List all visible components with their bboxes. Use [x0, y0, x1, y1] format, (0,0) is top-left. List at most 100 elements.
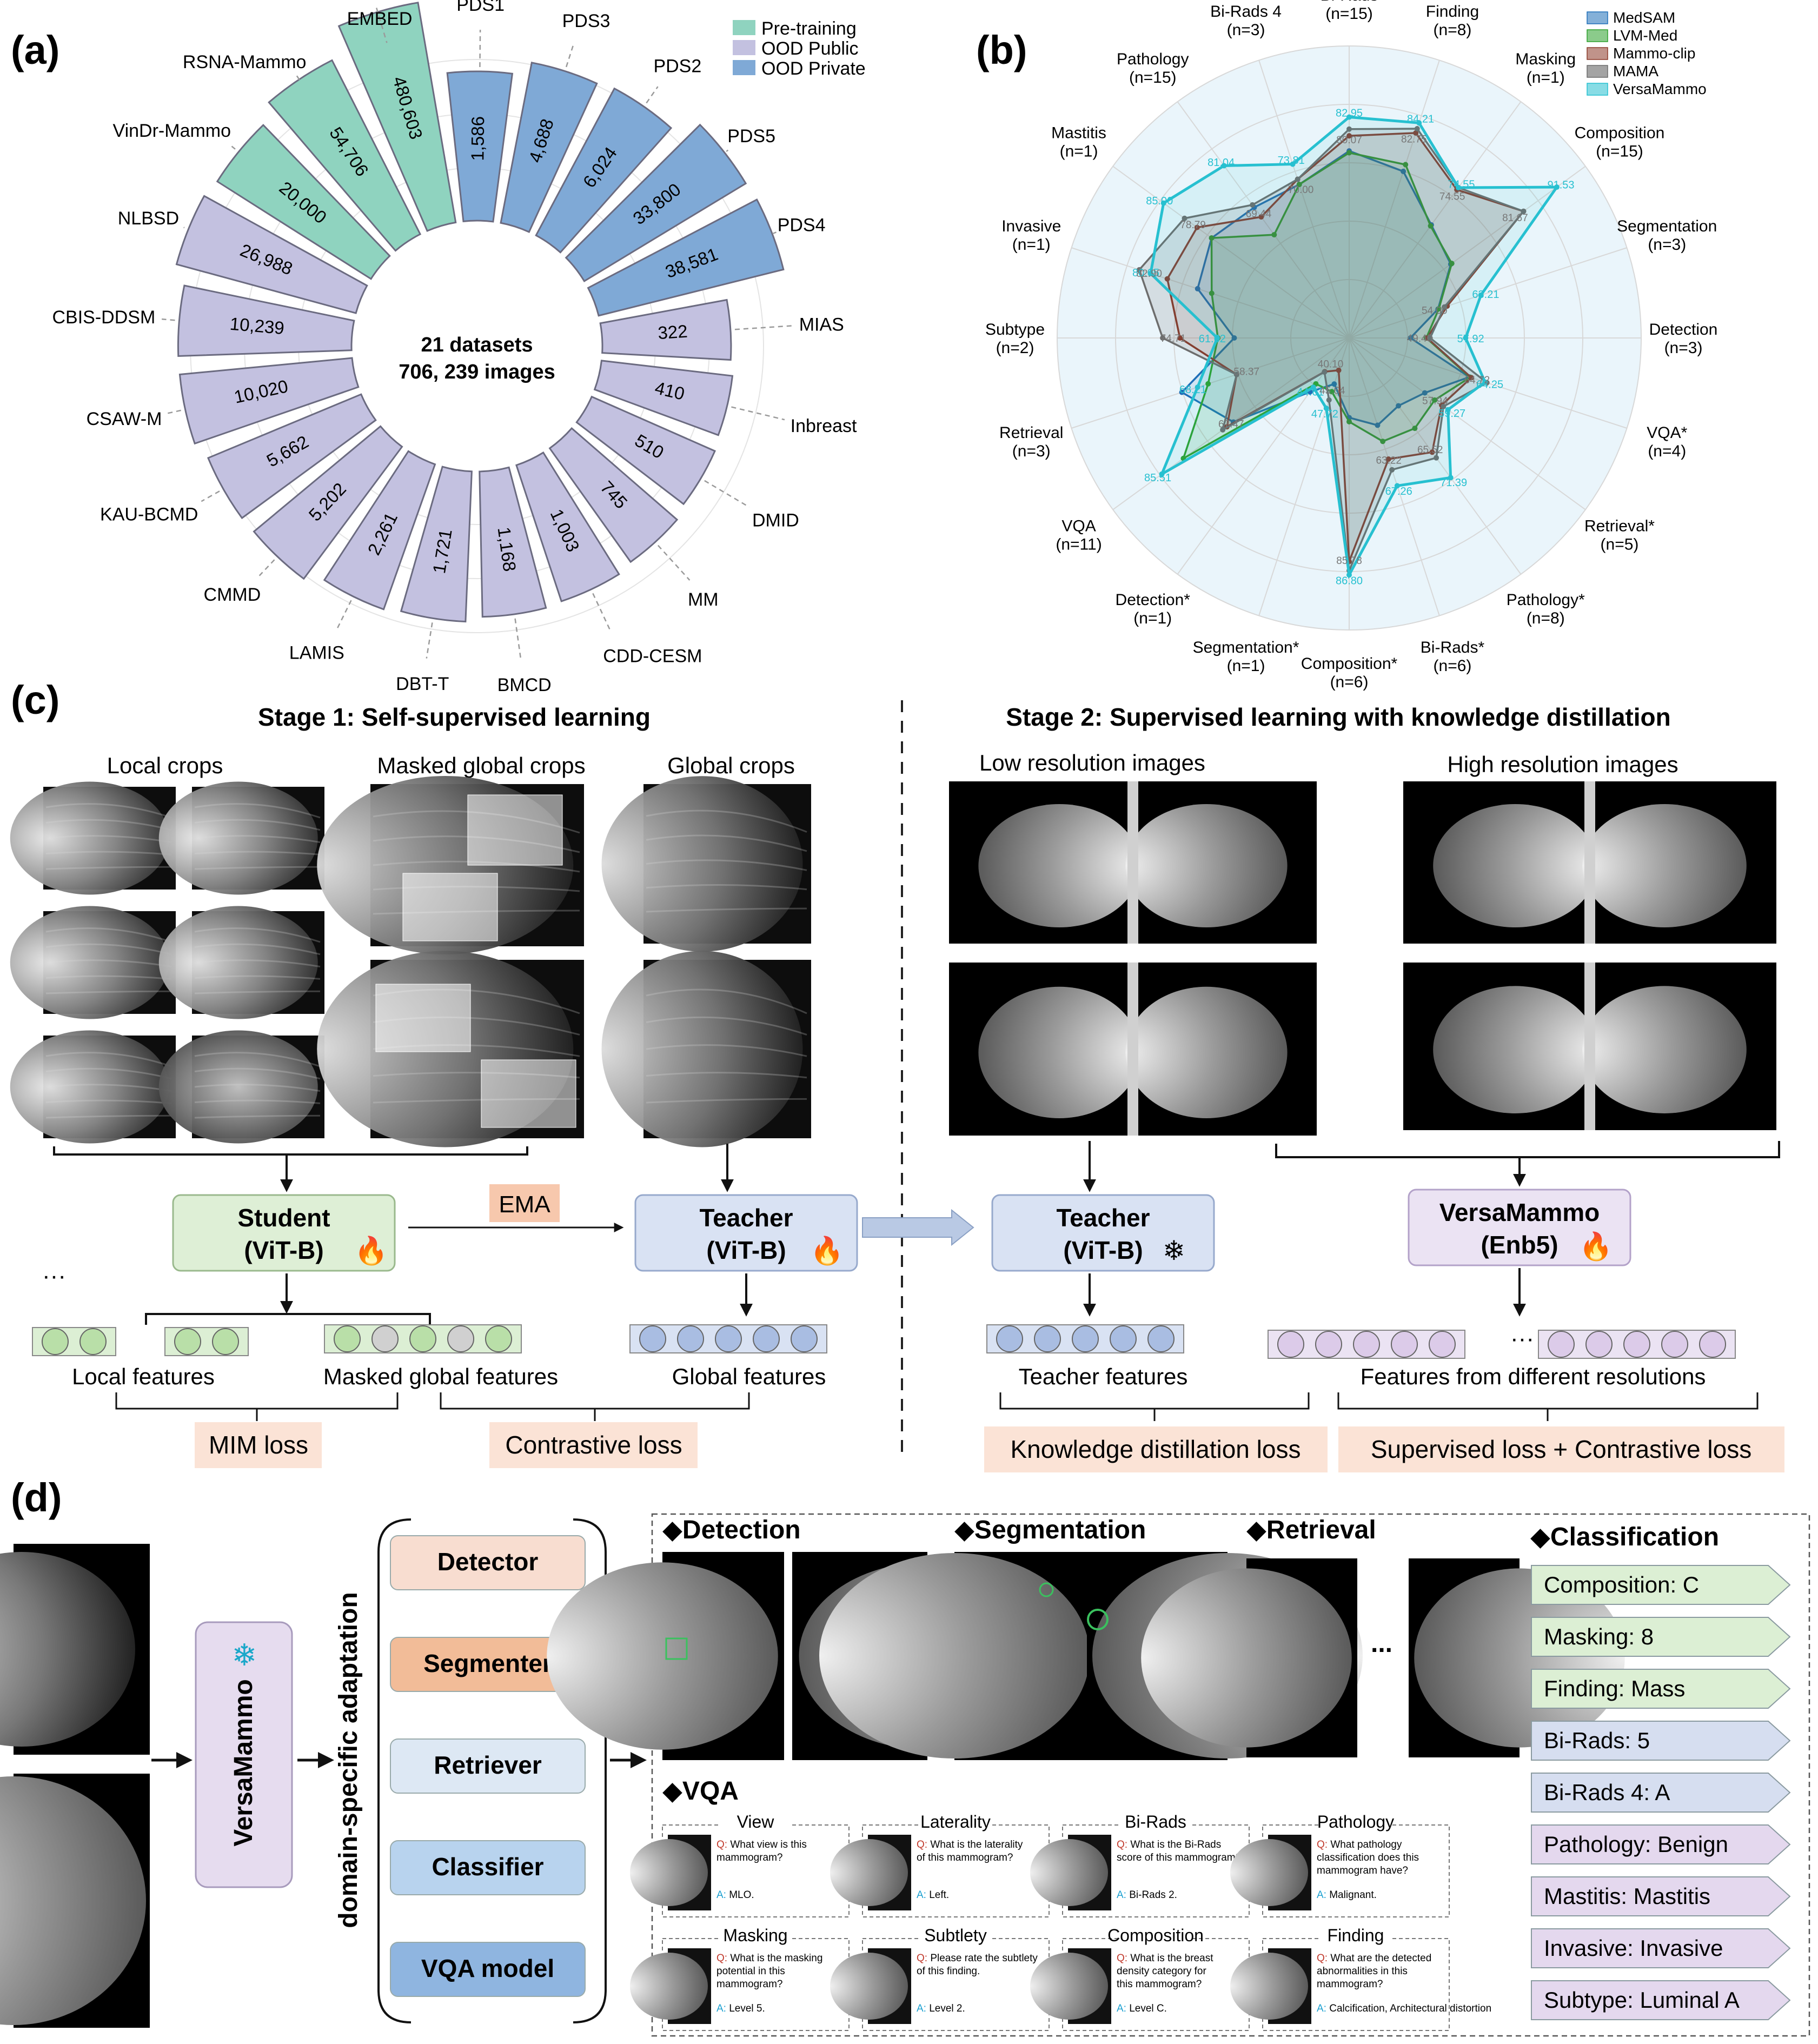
breast-tissue	[601, 776, 803, 952]
answer-text: MLO.	[729, 1889, 754, 1901]
texture-line	[194, 866, 321, 870]
module-label: Classifier	[432, 1853, 543, 1881]
point-value-label: 47.72	[1311, 408, 1338, 420]
versamammo-frozen-box	[195, 1621, 293, 1888]
breast-left	[978, 804, 1140, 927]
radar-point	[1412, 426, 1418, 432]
axis-n: (n=11)	[1056, 535, 1102, 553]
breast-tissue	[1030, 1953, 1108, 2020]
vqa-title-bg	[719, 1812, 792, 1833]
dataset-name: MIAS	[799, 314, 844, 335]
vqa-title: Pathology	[1317, 1812, 1394, 1831]
guide-line	[426, 622, 433, 659]
axis-n: (n=6)	[1434, 657, 1472, 675]
texture-line	[45, 851, 172, 855]
texture-line	[194, 1067, 321, 1080]
point-value-label: 91.53	[1547, 180, 1574, 191]
texture-line	[45, 943, 172, 955]
radar-spoke	[1349, 337, 1440, 616]
detection-heading: ◆Detection	[662, 1516, 801, 1544]
point-value-label: 81.67	[1502, 213, 1528, 224]
axis-n: (n=3)	[1648, 236, 1686, 254]
dataset-name: DMID	[752, 510, 799, 531]
guide-line	[162, 318, 175, 321]
texture-line	[45, 1052, 172, 1067]
point-value-label: 67.26	[1385, 486, 1412, 497]
radar-point	[1385, 456, 1391, 462]
dataset-bar	[268, 59, 422, 252]
radar-point	[1346, 126, 1352, 132]
point-value-label: 80.05	[1132, 267, 1159, 279]
radar-point	[1346, 419, 1352, 424]
question-text-line: classification does this	[1317, 1852, 1419, 1863]
breast-tissue	[830, 1953, 908, 2020]
radar-point	[1159, 471, 1165, 477]
axis-label: Segmentation*	[1193, 639, 1299, 656]
radar-point	[1329, 389, 1335, 395]
feature-token	[677, 1325, 704, 1352]
divider-bar	[1127, 781, 1138, 944]
radar-point	[1416, 120, 1422, 126]
teacher-frozen-box	[991, 1194, 1215, 1272]
question-text-line: abnormalities in this	[1317, 1966, 1408, 1977]
classification-tag	[1531, 1617, 1791, 1657]
radar-spoke	[1349, 60, 1440, 339]
vqa-answer: A: Malignant.	[1317, 1889, 1377, 1901]
tasks-panel	[651, 1513, 1810, 2037]
radar-point	[1401, 168, 1406, 174]
texture-line	[45, 1099, 172, 1104]
point-value-label: 80.07	[1336, 135, 1362, 146]
breast-tissue	[158, 781, 318, 895]
dataset-name: CBIS-DDSM	[52, 307, 155, 328]
vqa-answer: A: MLO.	[716, 1889, 754, 1901]
classification-label: Bi-Rads 4: A	[1544, 1780, 1670, 1805]
question-prefix: Q:	[917, 1953, 930, 1964]
texture-line	[45, 819, 172, 831]
answer-prefix: A:	[716, 2003, 729, 2014]
texture-line	[45, 990, 172, 994]
question-prefix: Q:	[1117, 1953, 1130, 1964]
radar-point	[1554, 184, 1560, 190]
input-mammograms	[0, 1544, 150, 2028]
panel-a-circular-bar-chart: 1,586PDS14,688PDS36,024PDS233,800PDS538,…	[52, 0, 865, 695]
feature-token	[639, 1325, 666, 1352]
radar-point	[1195, 286, 1200, 291]
texture-line	[194, 1114, 321, 1119]
radar-point	[1432, 397, 1438, 403]
dataset-bar	[323, 450, 436, 610]
axis-label: Detection*	[1116, 591, 1191, 609]
contrastive-loss-label: Contrastive loss	[505, 1431, 682, 1459]
axis-label: Bi-Rads 4	[1210, 3, 1282, 21]
feature-token	[371, 1325, 399, 1352]
radar-point	[1164, 276, 1170, 282]
radar-point	[1147, 270, 1153, 276]
dataset-bar	[593, 360, 734, 436]
point-value-label: 82.75	[1401, 134, 1427, 145]
axis-n: (n=15)	[1596, 143, 1643, 161]
guide-line	[565, 44, 574, 68]
axis-n: (n=3)	[1227, 21, 1265, 39]
feature-token	[791, 1325, 818, 1352]
feature-token	[1072, 1325, 1099, 1352]
radar-point	[1195, 384, 1200, 390]
versamammo-box	[1408, 1189, 1631, 1266]
feature-token	[753, 1325, 780, 1352]
classification-tag	[1531, 1980, 1791, 2020]
texture-line	[646, 859, 807, 871]
panel-d-downstream-tasks: VersaMammo ❄ domain-specific adaptation …	[0, 1513, 1810, 2037]
legend-label: LVM-Med	[1613, 27, 1677, 44]
feature-token	[1147, 1325, 1175, 1352]
question-text-line: mammogram?	[716, 1979, 782, 1990]
point-value-label: 61.62	[1199, 333, 1226, 345]
feature-token	[1585, 1331, 1613, 1358]
texture-line	[194, 927, 321, 943]
radar-point	[1295, 176, 1301, 182]
radar-point	[1220, 427, 1226, 433]
texture-line	[194, 851, 321, 855]
teacher-frozen-title: Teacher	[1056, 1204, 1150, 1232]
module-label: VQA model	[421, 1954, 554, 1982]
